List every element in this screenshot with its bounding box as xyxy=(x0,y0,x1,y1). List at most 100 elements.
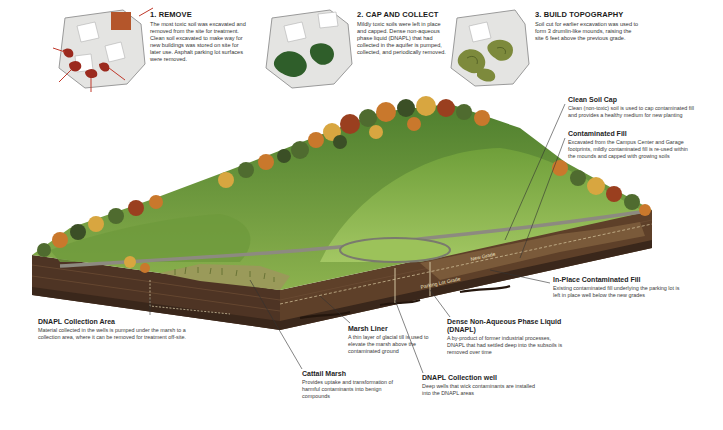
heading: 3. BUILD TOPOGRAPHY xyxy=(535,10,640,19)
leader-line xyxy=(150,298,151,315)
site-plan xyxy=(53,8,153,92)
body-text: The most toxic soil was excavated and re… xyxy=(150,21,250,63)
collection-pipe xyxy=(150,280,230,314)
heading: Dense Non-Aqueous Phase Liquid (DNAPL) xyxy=(447,318,565,334)
site-outline xyxy=(451,10,529,86)
heading: Marsh Liner xyxy=(348,325,440,333)
grass-mound xyxy=(320,148,646,262)
callout: Clean Soil CapClean (non-toxic) soil is … xyxy=(568,96,696,119)
tree xyxy=(340,114,360,134)
body-text: Deep wells that wick contaminants are in… xyxy=(422,383,540,397)
excavation-area xyxy=(111,12,131,30)
callout: DNAPL Collection wellDeep wells that wic… xyxy=(422,374,540,397)
tree xyxy=(308,132,324,148)
cattail-marsh xyxy=(160,264,290,290)
cattail xyxy=(175,267,274,282)
site-outline xyxy=(59,10,145,88)
body-text: Mildly toxic soils were left in place an… xyxy=(357,21,447,56)
tree xyxy=(108,208,124,224)
body-text: Soil cut for earlier excavation was used… xyxy=(535,21,640,42)
body-text: A by-product of former industrial proces… xyxy=(447,335,565,355)
tree xyxy=(140,263,150,273)
tree xyxy=(149,195,163,209)
road xyxy=(60,211,648,266)
body-text: A thin layer of glacial till is used to … xyxy=(348,334,440,354)
tree xyxy=(639,204,651,216)
site-plan xyxy=(266,10,352,88)
tree xyxy=(587,177,605,195)
tree xyxy=(570,170,586,186)
tree xyxy=(474,110,490,126)
heading: DNAPL Collection well xyxy=(422,374,540,382)
body-text: Existing contaminated fill underlying th… xyxy=(553,285,683,299)
callout: In-Place Contaminated FillExisting conta… xyxy=(553,276,683,299)
toxic-soil xyxy=(63,48,109,78)
heading: 2. CAP AND COLLECT xyxy=(357,10,447,19)
callout: Dense Non-Aqueous Phase Liquid (DNAPL)A … xyxy=(447,318,565,355)
body-text: Provides uptake and transformation of ha… xyxy=(302,379,402,399)
leader-line xyxy=(505,104,565,240)
leader-line xyxy=(520,138,565,258)
building-footprint xyxy=(469,22,491,42)
tree-cluster xyxy=(37,149,291,273)
leader-line xyxy=(250,280,302,369)
tree xyxy=(397,99,415,117)
mound xyxy=(458,40,513,82)
tree-cluster xyxy=(552,160,651,216)
tree xyxy=(606,186,622,202)
body-text: Material collected in the wells is pumpe… xyxy=(38,327,188,341)
tree xyxy=(291,141,309,159)
ground-surface xyxy=(32,104,652,290)
building-footprint xyxy=(284,12,338,42)
callout: DNAPL Collection AreaMaterial collected … xyxy=(38,318,188,341)
oval-lawn xyxy=(340,238,450,262)
tree xyxy=(369,125,383,139)
removal-arrow xyxy=(53,8,153,92)
tree xyxy=(333,135,347,149)
leader-line xyxy=(490,270,550,283)
tree xyxy=(52,232,68,248)
dnapl-deposit xyxy=(300,286,510,318)
callout: Marsh LinerA thin layer of glacial till … xyxy=(348,325,440,354)
tree xyxy=(238,162,254,178)
site-outline xyxy=(266,10,352,88)
callout: Contaminated FillExcavated from the Camp… xyxy=(568,130,696,159)
tree xyxy=(218,172,234,188)
tree xyxy=(258,154,274,170)
site-plan xyxy=(451,10,529,86)
tree xyxy=(124,256,136,268)
tree xyxy=(552,160,568,176)
heading: Clean Soil Cap xyxy=(568,96,696,104)
step-text: 2. CAP AND COLLECT Mildly toxic soils wer… xyxy=(357,10,447,56)
mound-contour xyxy=(467,47,506,64)
tree xyxy=(416,96,436,116)
body-text: Excavated from the Campus Center and Gar… xyxy=(568,139,696,159)
tree xyxy=(128,200,144,216)
step-text: 1. REMOVE The most toxic soil was excavat… xyxy=(150,10,250,63)
leader-lines xyxy=(150,104,565,373)
tree-cluster xyxy=(291,96,490,159)
tree xyxy=(456,104,472,120)
tree xyxy=(277,149,291,163)
step-text: 3. BUILD TOPOGRAPHY Soil cut for earlier … xyxy=(535,10,640,42)
heading: Contaminated Fill xyxy=(568,130,696,138)
body-text: Clean (non-toxic) soil is used to cap co… xyxy=(568,105,696,119)
leader-line xyxy=(320,296,350,323)
heading: In-Place Contaminated Fill xyxy=(553,276,683,284)
tree xyxy=(407,117,421,131)
tree xyxy=(437,99,455,117)
heading: Cattail Marsh xyxy=(302,370,402,378)
tree xyxy=(37,243,51,257)
heading: DNAPL Collection Area xyxy=(38,318,188,326)
heading: 1. REMOVE xyxy=(150,10,250,19)
tree xyxy=(376,102,396,122)
callout: Cattail MarshProvides uptake and transfo… xyxy=(302,370,402,399)
tree xyxy=(88,216,104,232)
capped-area xyxy=(274,43,334,77)
tree xyxy=(359,109,377,127)
tree xyxy=(70,224,86,240)
leader-line xyxy=(430,290,450,317)
tree xyxy=(624,194,640,210)
